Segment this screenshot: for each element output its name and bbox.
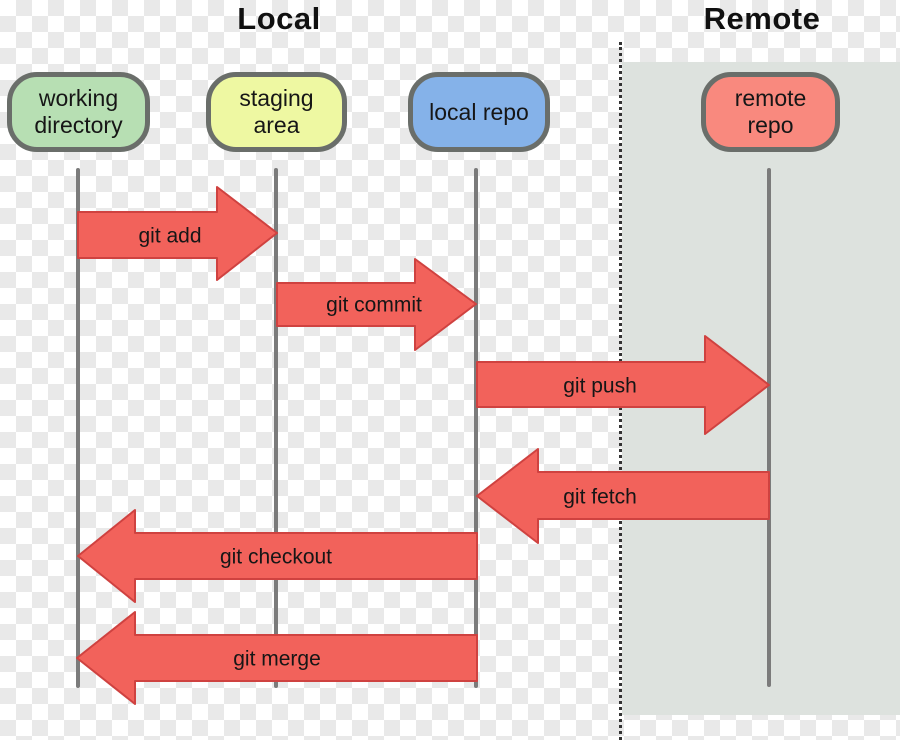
git-fetch-arrow: git fetch — [476, 448, 770, 544]
local-repo-lifeline — [474, 168, 478, 688]
git-push-arrow-shape — [476, 335, 770, 435]
staging-area-label-line1: staging — [239, 85, 314, 111]
git-add-arrow-shape — [77, 186, 278, 281]
local-section-title: Local — [237, 1, 321, 36]
git-commit-arrow-label: git commit — [326, 294, 422, 317]
staging-area-label-line2: area — [253, 112, 300, 138]
git-merge-arrow: git merge — [76, 611, 478, 705]
remote-section-title: Remote — [703, 1, 821, 36]
staging-area-node: staging area — [206, 72, 347, 152]
git-add-arrow: git add — [77, 186, 278, 281]
working-directory-lifeline — [76, 168, 80, 688]
git-merge-arrow-label: git merge — [233, 648, 321, 671]
git-checkout-arrow-label: git checkout — [220, 546, 332, 569]
local-repo-label: local repo — [429, 98, 529, 125]
git-push-arrow: git push — [476, 335, 770, 435]
local-repo-node: local repo — [408, 72, 550, 152]
git-push-arrow-label: git push — [563, 375, 637, 398]
git-merge-arrow-shape — [76, 611, 478, 705]
staging-area-lifeline — [274, 168, 278, 688]
remote-repo-label-line1: remote — [734, 85, 807, 111]
git-checkout-arrow: git checkout — [77, 509, 478, 603]
working-directory-node: working directory — [7, 72, 150, 152]
git-commit-arrow-shape — [276, 258, 477, 351]
git-commit-arrow: git commit — [276, 258, 477, 351]
remote-repo-lifeline — [767, 168, 771, 687]
git-add-arrow-label: git add — [138, 225, 201, 248]
git-fetch-arrow-label: git fetch — [563, 486, 637, 509]
remote-repo-label-line2: repo — [747, 112, 794, 138]
git-checkout-arrow-shape — [77, 509, 478, 603]
remote-repo-node: remote repo — [701, 72, 840, 152]
working-directory-label-line1: working — [38, 85, 119, 111]
working-directory-label-line2: directory — [34, 112, 123, 138]
git-fetch-arrow-shape — [476, 448, 770, 544]
